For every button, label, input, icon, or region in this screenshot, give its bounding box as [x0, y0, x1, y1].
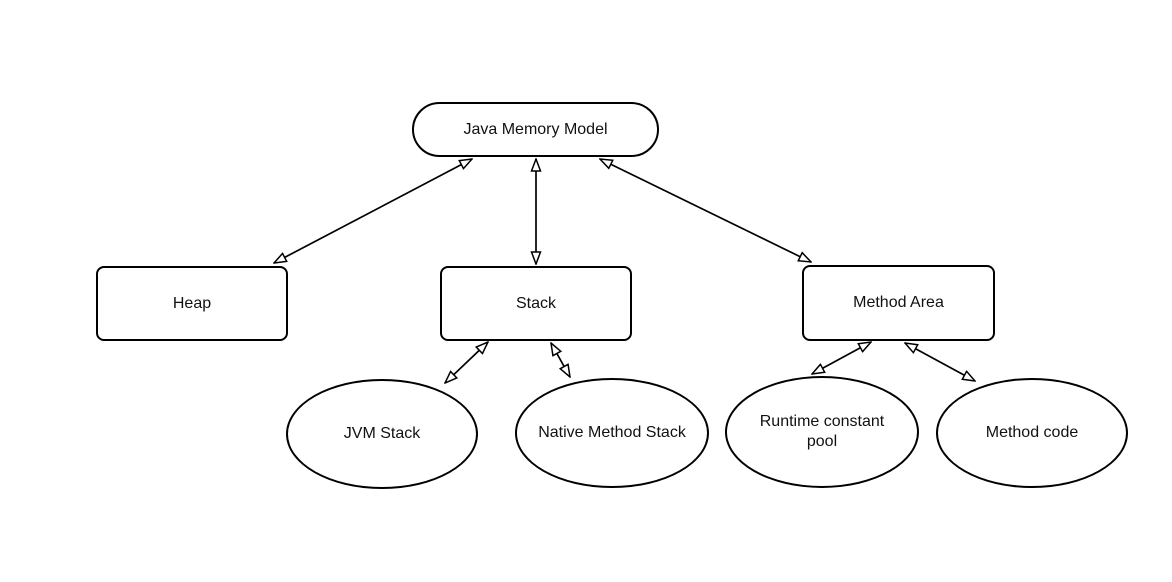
edge-method-area-runtime-constant-pool [812, 342, 871, 374]
node-java-memory-model-label: Java Memory Model [463, 120, 608, 138]
node-runtime-constant-pool-label: Runtime constant pool [759, 413, 885, 450]
node-method-area-label: Method Area [853, 294, 944, 311]
node-stack-label: Stack [515, 294, 556, 312]
node-method-area: Method Area [802, 265, 995, 341]
node-jvm-stack: JVM Stack [286, 379, 478, 489]
edge-jmm-heap [274, 159, 472, 263]
node-heap: Heap [96, 266, 288, 341]
node-method-code: Method code [936, 378, 1128, 488]
node-heap-label: Heap [172, 294, 212, 312]
node-runtime-constant-pool: Runtime constant pool [725, 376, 919, 488]
node-native-method-stack-label: Native Method Stack [538, 424, 686, 441]
node-native-method-stack: Native Method Stack [515, 378, 709, 488]
node-jvm-stack-label: JVM Stack [343, 425, 421, 442]
edge-stack-native-method-stack [551, 343, 570, 377]
edge-method-area-method-code [905, 343, 975, 381]
edge-stack-jvm-stack [445, 342, 488, 383]
node-method-code-label: Method code [985, 424, 1079, 441]
node-java-memory-model: Java Memory Model [412, 102, 659, 157]
edge-jmm-method-area [600, 159, 811, 262]
node-stack: Stack [440, 266, 632, 341]
